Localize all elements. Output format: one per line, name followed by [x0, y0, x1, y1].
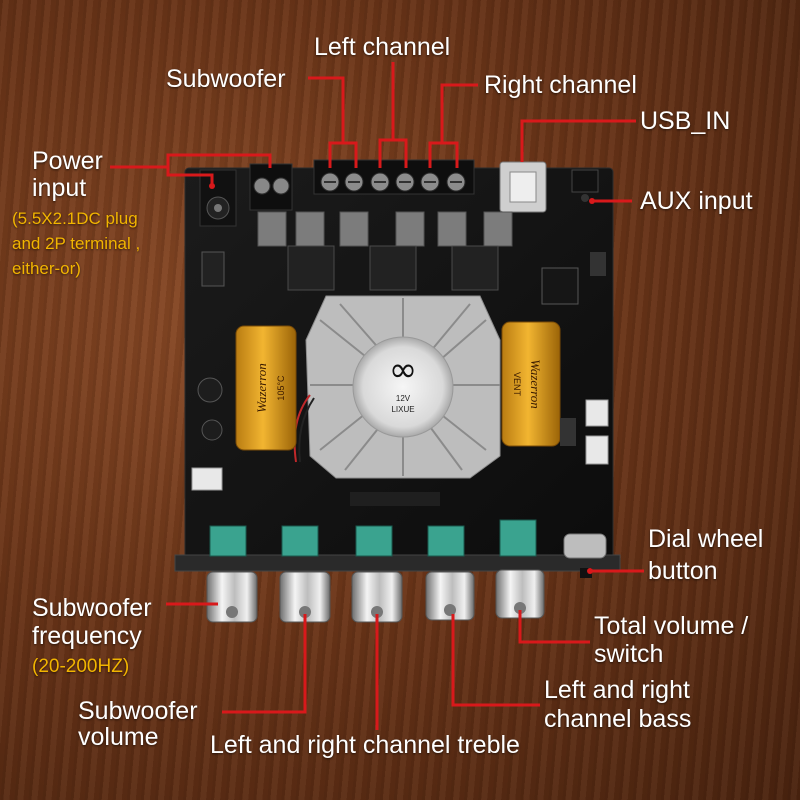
callout-usb: [520, 119, 636, 162]
cooling-fan: ∞ 12V LIXUE: [352, 336, 454, 438]
callout-subwoofer-bracket: [328, 141, 358, 168]
label-aux-input: AUX input: [640, 187, 753, 215]
fan-brand-text: LIXUE: [391, 405, 414, 414]
label-dial-wheel-1: Dial wheel: [648, 525, 764, 553]
label-left-channel: Left channel: [314, 33, 451, 61]
capacitor-left-temp: 105°C: [276, 375, 286, 401]
capacitor-left: Wazerron 105°C: [235, 325, 297, 451]
amplifier-board: ∞ 12V LIXUE Wazerron 105°C Wazerron VENT: [174, 159, 621, 623]
label-total-volume-2: switch: [594, 640, 664, 668]
fan-wire-red: [293, 394, 311, 463]
callout-right-stem: [440, 83, 478, 143]
callout-power-terminal: [110, 153, 272, 169]
note-power-input-2: and 2P terminal ,: [12, 234, 141, 253]
knob-subwoofer-frequency: [206, 571, 258, 623]
callout-dots: [209, 183, 595, 574]
label-usb-in: USB_IN: [640, 107, 731, 135]
label-sub-volume-2: volume: [78, 723, 159, 751]
callout-left-bracket: [378, 138, 408, 168]
dial-wheel: [563, 533, 607, 578]
label-lr-bass-1: Left and right: [544, 676, 690, 704]
aux-jack: [571, 169, 599, 202]
front-panel-plate: [174, 554, 621, 572]
label-sub-freq-2: frequency: [32, 622, 142, 650]
label-subwoofer: Subwoofer: [166, 65, 286, 93]
label-right-channel: Right channel: [484, 71, 637, 99]
capacitor-right-brand: Wazerron: [528, 359, 543, 409]
callout-total-volume: [518, 610, 590, 644]
small-components: [191, 251, 609, 506]
knob-total-volume: [495, 569, 545, 619]
callout-subwoofer-stem: [308, 76, 345, 143]
capacitor-right: Wazerron VENT: [501, 321, 561, 447]
knob-bass: [425, 571, 475, 621]
fan-logo: ∞: [389, 350, 417, 390]
speaker-terminals: [313, 159, 475, 195]
note-power-input-3: either-or): [12, 259, 81, 278]
dc-power-jack: [199, 169, 237, 227]
capacitor-right-vent: VENT: [512, 372, 522, 397]
label-lr-treble: Left and right channel treble: [210, 731, 520, 759]
callout-lines: [110, 62, 644, 730]
callout-bass: [451, 614, 540, 707]
label-power-input-1: Power: [32, 147, 103, 175]
label-sub-freq-1: Subwoofer: [32, 594, 152, 622]
label-dial-wheel-2: button: [648, 557, 718, 585]
note-power-input-1: (5.5X2.1DC plug: [12, 209, 138, 228]
capacitor-left-brand: Wazerron: [254, 363, 269, 413]
callout-sub-volume: [222, 614, 307, 714]
power-terminal-2p: [249, 163, 293, 211]
label-total-volume-1: Total volume /: [594, 612, 749, 640]
usb-port: [499, 161, 547, 213]
inductor-row: [257, 211, 513, 247]
bluetooth-module: [541, 252, 606, 305]
chokes: [287, 245, 499, 291]
callout-power-jack: [166, 167, 214, 185]
label-sub-volume-1: Subwoofer: [78, 697, 198, 725]
fan-wire-black: [298, 397, 315, 463]
label-power-input-2: input: [32, 174, 87, 202]
fan-voltage-text: 12V: [396, 394, 411, 403]
potentiometers: [209, 519, 537, 557]
note-sub-freq: (20-200HZ): [32, 656, 130, 677]
knob-subwoofer-volume: [279, 571, 331, 623]
callout-right-bracket: [428, 141, 459, 168]
label-lr-bass-2: channel bass: [544, 705, 692, 733]
